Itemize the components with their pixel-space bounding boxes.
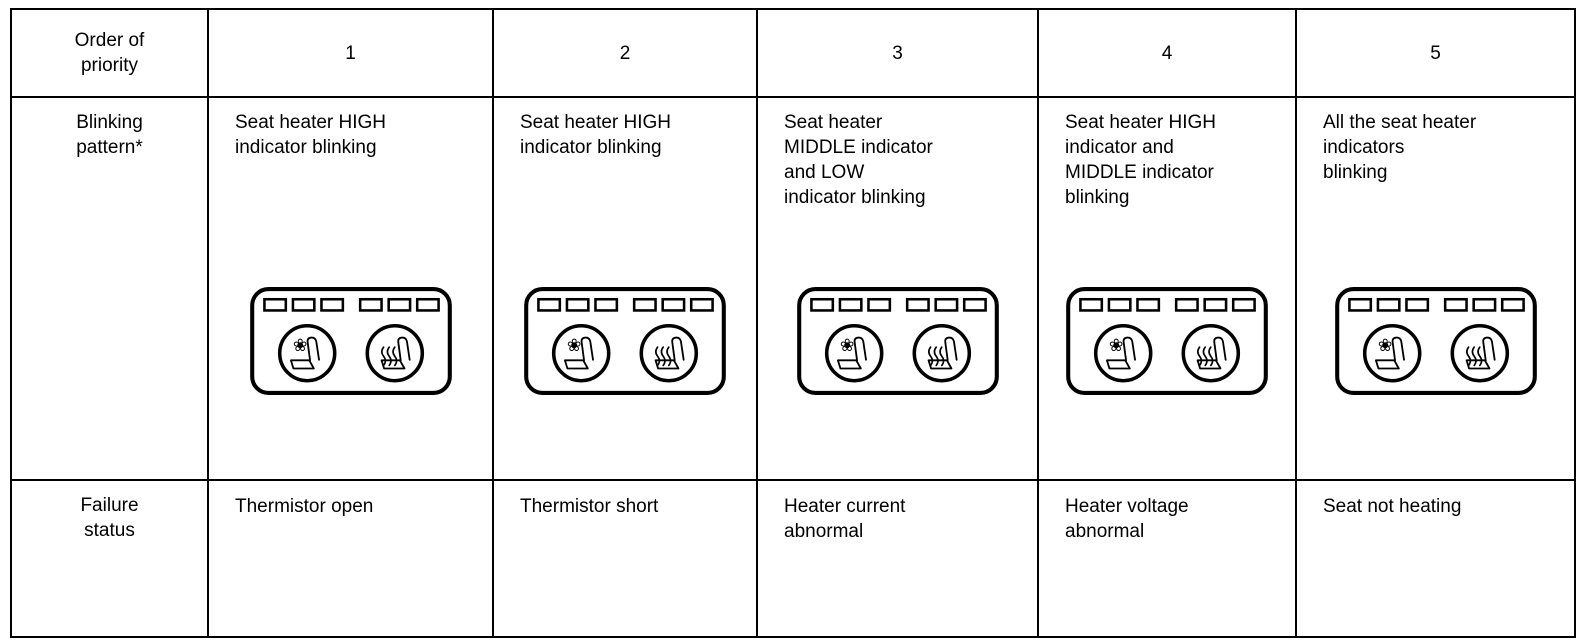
priority-4-header-cell: 4 [1037,8,1297,98]
panel-illustration [209,286,492,396]
blinking-pattern-label-cell: Blinking pattern* [10,96,209,481]
seat-heater-control-panel [523,286,727,396]
pattern-cell-2: Seat heater HIGH indicator blinking [492,96,758,481]
pattern-description: Seat heater HIGH indicator and MIDDLE in… [1065,112,1217,208]
pattern-description: Seat heater HIGH indicator blinking [520,112,672,158]
priority-number: 1 [345,42,356,64]
failure-cell-2: Thermistor short [492,479,758,638]
failure-status-row: Failure status Thermistor open Thermisto… [10,479,1576,638]
seat-heater-control-panel [1065,286,1269,396]
failure-description: Thermistor short [520,496,659,517]
failure-cell-5: Seat not heating [1295,479,1576,638]
panel-illustration [494,286,756,396]
failure-status-label: Failure status [80,495,139,541]
blinking-pattern-row: Blinking pattern* Seat heater HIGH indic… [10,96,1576,481]
failure-cell-4: Heater voltage abnormal [1037,479,1297,638]
seat-heater-fault-priority-table: Order of priority 1 2 3 4 5 Blinking pat… [10,8,1576,638]
priority-3-header-cell: 3 [756,8,1039,98]
priority-2-header-cell: 2 [492,8,758,98]
failure-description: Seat not heating [1323,496,1462,517]
panel-illustration [758,286,1037,396]
order-of-priority-label: Order of priority [74,30,145,76]
pattern-cell-4: Seat heater HIGH indicator and MIDDLE in… [1037,96,1297,481]
pattern-cell-1: Seat heater HIGH indicator blinking [207,96,494,481]
pattern-description: All the seat heater indicators blinking [1323,112,1477,183]
seat-heater-control-panel [1334,286,1538,396]
failure-description: Thermistor open [235,496,374,517]
failure-cell-3: Heater current abnormal [756,479,1039,638]
priority-number: 4 [1161,42,1173,64]
failure-description: Heater voltage abnormal [1065,496,1189,542]
pattern-cell-5: All the seat heater indicators blinking [1295,96,1576,481]
priority-1-header-cell: 1 [207,8,494,98]
seat-heater-control-panel [796,286,1000,396]
header-row: Order of priority 1 2 3 4 5 [10,8,1576,98]
priority-number: 3 [892,42,903,64]
panel-illustration [1039,286,1295,396]
pattern-description: Seat heater MIDDLE indicator and LOW ind… [784,112,933,208]
failure-description: Heater current abnormal [784,496,906,542]
priority-number: 2 [619,42,631,64]
seat-heater-control-panel [249,286,453,396]
corner-header-cell: Order of priority [10,8,209,98]
priority-number: 5 [1430,42,1441,64]
pattern-description: Seat heater HIGH indicator blinking [235,112,387,158]
failure-cell-1: Thermistor open [207,479,494,638]
priority-5-header-cell: 5 [1295,8,1576,98]
blinking-pattern-label: Blinking pattern* [76,112,143,158]
panel-illustration [1297,286,1574,396]
failure-status-label-cell: Failure status [10,479,209,638]
pattern-cell-3: Seat heater MIDDLE indicator and LOW ind… [756,96,1039,481]
